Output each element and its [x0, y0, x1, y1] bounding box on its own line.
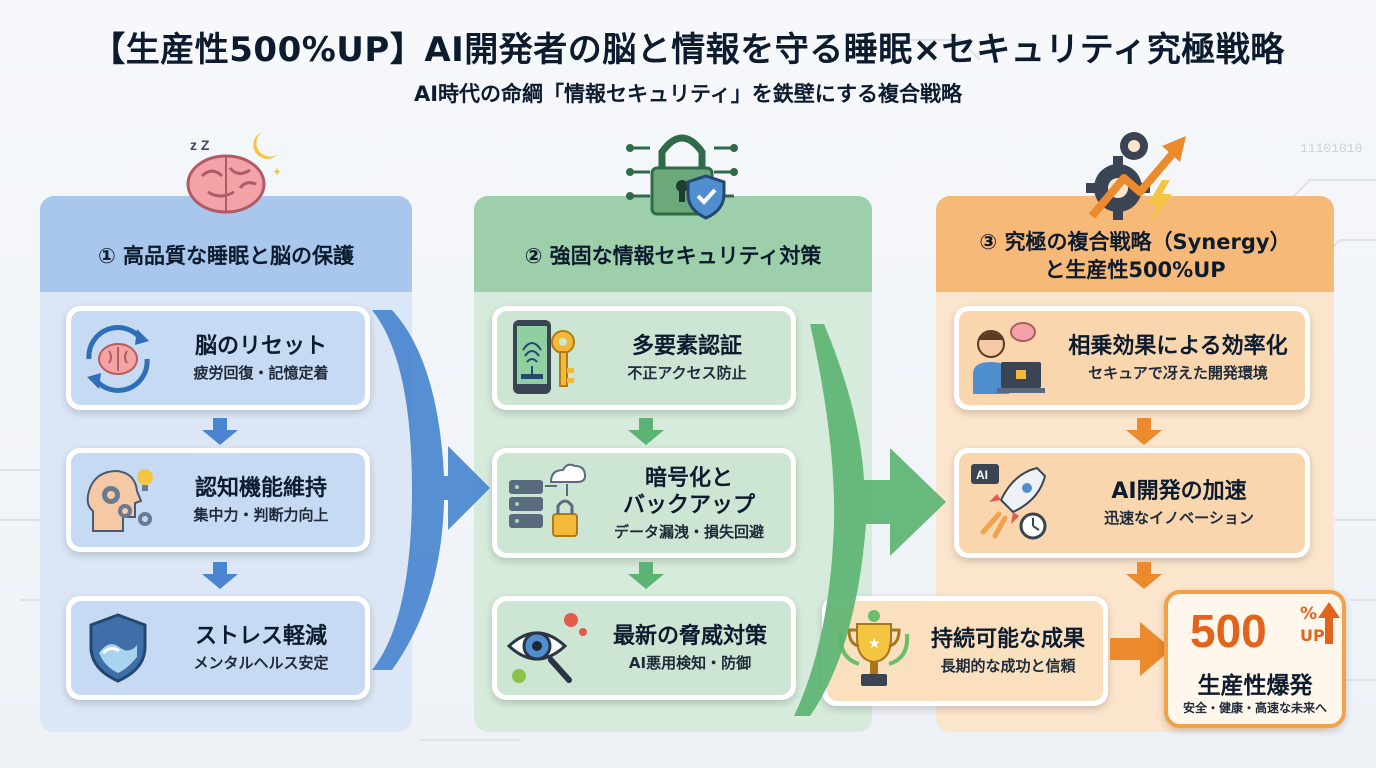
card-mfa-title: 多要素認証 — [631, 334, 742, 360]
down-arrow-icon — [628, 562, 664, 589]
down-arrow-icon — [202, 562, 238, 589]
card-mfa: 多要素認証 不正アクセス防止 — [492, 306, 796, 410]
card-encryption-title-line2: バックアップ — [622, 493, 755, 519]
result-sub: 安全・健康・高速な未来へ — [1182, 701, 1327, 715]
svg-text:AI: AI — [976, 468, 988, 482]
card-encryption: 暗号化と バックアップ データ漏洩・損失回避 — [492, 448, 796, 558]
card-threat: 最新の脅威対策 AI悪用検知・防御 — [492, 596, 796, 700]
svg-text:✦: ✦ — [272, 165, 282, 179]
developer-laptop-icon — [973, 322, 1045, 394]
page-title: 【生産性500%UP】AI開発者の脳と情報を守る睡眠×セキュリティ究極戦略 — [91, 30, 1285, 70]
svg-text:z Z: z Z — [190, 137, 210, 153]
column-synergy-title-line1: ③ 究極の複合戦略（Synergy） — [979, 229, 1291, 254]
result-up-label: UP — [1300, 626, 1325, 645]
up-arrow-icon — [1318, 602, 1340, 644]
gear-growth-arrow-icon — [1086, 132, 1186, 224]
result-number: 500 — [1190, 605, 1267, 657]
card-threat-sub: AI悪用検知・防御 — [628, 653, 752, 672]
head-gears-icon — [86, 469, 153, 532]
down-arrow-icon — [1126, 418, 1162, 445]
flow-arrow-blue — [372, 310, 490, 670]
card-efficiency-title: 相乗効果による効率化 — [1068, 334, 1288, 360]
column-sleep-title: ① 高品質な睡眠と脳の保護 — [97, 244, 355, 268]
card-brain-reset: 脳のリセット 疲労回復・記憶定着 — [66, 306, 370, 410]
ai-rocket-icon: AI — [971, 464, 1047, 540]
result-arrow — [1110, 622, 1172, 676]
card-cognitive-title: 認知機能維持 — [194, 476, 327, 502]
card-stress-sub: メンタルヘルス安定 — [193, 653, 329, 672]
card-cognitive: 認知機能維持 集中力・判断力向上 — [66, 448, 370, 552]
card-encryption-title-line1: 暗号化と — [644, 465, 733, 491]
result-percent: % — [1300, 604, 1318, 624]
card-brain-reset-title: 脳のリセット — [194, 334, 327, 360]
card-sustainable-title: 持続可能な成果 — [930, 627, 1085, 653]
server-cloud-lock-icon — [509, 463, 587, 537]
card-acceleration: AI AI開発の加速 迅速なイノベーション — [954, 448, 1310, 558]
card-brain-reset-sub: 疲労回復・記憶定着 — [193, 363, 329, 382]
column-synergy-header: ③ 究極の複合戦略（Synergy） と生産性500%UP — [936, 196, 1334, 292]
card-stress: ストレス軽減 メンタルヘルス安定 — [66, 596, 370, 700]
column-security: ② 強固な情報セキュリティ対策 多要素認証 不正アクセス防止 — [474, 196, 872, 732]
brain-refresh-icon — [86, 325, 150, 393]
brain-sleep-icon: z Z ✦ — [186, 132, 282, 214]
column-security-title: ② 強固な情報セキュリティ対策 — [524, 244, 822, 268]
card-cognitive-sub: 集中力・判断力向上 — [193, 505, 329, 524]
svg-text:★: ★ — [868, 636, 881, 652]
column-synergy-title-line2: と生産性500%UP — [1044, 258, 1226, 282]
eye-magnifier-virus-icon — [506, 613, 587, 683]
card-mfa-sub: 不正アクセス防止 — [627, 363, 747, 382]
card-threat-title: 最新の脅威対策 — [612, 624, 767, 650]
card-efficiency: 相乗効果による効率化 セキュアで冴えた開発環境 — [954, 306, 1310, 410]
card-acceleration-sub: 迅速なイノベーション — [1104, 508, 1254, 527]
card-sustainable-sub: 長期的な成功と信頼 — [940, 656, 1076, 675]
column-sleep: ① 高品質な睡眠と脳の保護 脳のリセット 疲労回復・記憶定着 — [40, 196, 412, 732]
card-encryption-sub: データ漏洩・損失回避 — [613, 522, 764, 541]
card-sustainable: ★ 持続可能な成果 長期的な成功と信頼 — [822, 596, 1108, 706]
phone-fingerprint-key-icon — [513, 320, 575, 394]
padlock-shield-icon — [626, 134, 738, 220]
down-arrow-icon — [1126, 562, 1162, 589]
column-sleep-header: ① 高品質な睡眠と脳の保護 — [40, 196, 412, 292]
background-binary-text: 11101010 — [1300, 141, 1362, 156]
flow-arrow-green — [794, 324, 946, 716]
card-efficiency-sub: セキュアで冴えた開発環境 — [1088, 363, 1268, 382]
result-box: 500 % UP 生産性爆発 安全・健康・高速な未来へ — [1164, 590, 1346, 728]
shield-wave-icon — [89, 613, 147, 683]
down-arrow-icon — [628, 418, 664, 445]
card-stress-title: ストレス軽減 — [194, 624, 327, 650]
result-title: 生産性爆発 — [1197, 673, 1313, 699]
page-subtitle: AI時代の命綱「情報セキュリティ」を鉄壁にする複合戦略 — [413, 82, 962, 106]
card-acceleration-title: AI開発の加速 — [1111, 479, 1247, 505]
down-arrow-icon — [202, 418, 238, 445]
